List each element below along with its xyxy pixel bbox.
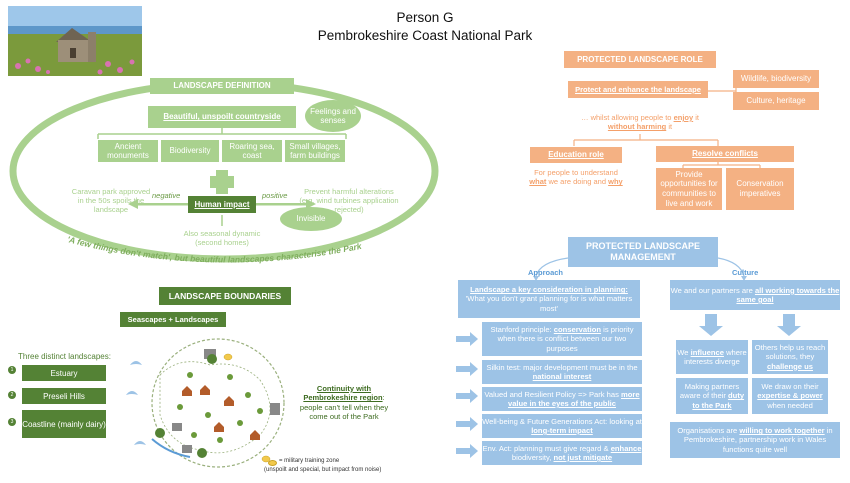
- continuity-body: : people can't tell when they come out o…: [299, 393, 389, 422]
- education-role: Education role: [530, 147, 622, 163]
- coastline-box: Coastline (mainly dairy): [22, 410, 106, 438]
- num-3: 3: [8, 418, 16, 426]
- env-act-box: Env. Act: planning must give regard & en…: [482, 441, 642, 465]
- preseli-box: Preseli Hills: [22, 388, 106, 404]
- valued-box: Valued and Resilient Policy => Park has …: [482, 387, 642, 411]
- culture-label: Culture: [732, 268, 759, 277]
- key-consideration-box: Landscape a key consideration in plannin…: [458, 280, 640, 318]
- seascapes-landscapes: Seascapes + Landscapes: [120, 312, 226, 327]
- key-title: Landscape a key consideration in plannin…: [470, 285, 628, 295]
- item-ancient-monuments: Ancient monuments: [98, 140, 158, 162]
- influence-box: We influence where interests diverge: [676, 340, 748, 374]
- feelings-senses: Feelings and senses: [305, 100, 361, 132]
- item-biodiversity: Biodiversity: [161, 140, 219, 162]
- three-landscapes-label: Three distinct landscapes:: [18, 352, 111, 361]
- partners-box: We and our partners are all working towa…: [670, 280, 840, 310]
- silkin-box: Silkin test: major development must be i…: [482, 360, 642, 384]
- resolve-conflicts: Resolve conflicts: [656, 146, 794, 162]
- chapel-photo: [8, 6, 142, 76]
- caravan-text: Caravan park approved in the 50s spoils …: [71, 187, 151, 214]
- military-label: = military training zone: [279, 458, 340, 464]
- wellbeing-box: Well-being & Future Generations Act: loo…: [482, 414, 642, 438]
- conservation-box: Conservation imperatives: [726, 168, 794, 210]
- role-title: PROTECTED LANDSCAPE ROLE: [564, 51, 716, 68]
- boundaries-title: LANDSCAPE BOUNDARIES: [159, 287, 291, 305]
- beautiful-countryside: Beautiful, unspoilt countryside: [148, 106, 296, 128]
- invisible-bubble: Invisible: [280, 207, 342, 231]
- human-impact: Human impact: [188, 196, 256, 213]
- continuity-text: Continuity with Pembrokeshire region: pe…: [293, 384, 395, 422]
- stanford-box: Stanford principle: conservation is prio…: [482, 322, 642, 356]
- others-box: Others help us reach solutions, they cha…: [752, 340, 828, 374]
- military-zone-icon: [268, 460, 277, 466]
- management-title: PROTECTED LANDSCAPE MANAGEMENT: [568, 237, 718, 267]
- prevent-text: Prevent harmful alterations (e.g. wind t…: [299, 187, 399, 214]
- provide-box: Provide opportunities for communities to…: [656, 168, 722, 210]
- seasonal-text: Also seasonal dynamic (second homes): [183, 229, 261, 247]
- making-partners-box: Making partners aware of their duty to t…: [676, 378, 748, 414]
- approach-arrows: [456, 314, 801, 458]
- wildlife-box: Wildlife, biodiversity: [733, 70, 819, 88]
- continuity-title: Continuity with Pembrokeshire region: [303, 384, 383, 403]
- definition-title: LANDSCAPE DEFINITION: [150, 78, 294, 94]
- person-title: Person G: [396, 10, 454, 25]
- item-small-villages: Small villages, farm buildings: [285, 140, 345, 162]
- draw-box: We draw on their expertise & power when …: [752, 378, 828, 414]
- park-map-illustration: [126, 338, 285, 468]
- negative-label: negative: [152, 191, 181, 200]
- organisations-box: Organisations are willing to work togeth…: [670, 422, 840, 458]
- estuary-box: Estuary: [22, 365, 106, 381]
- approach-label: Approach: [528, 268, 564, 277]
- culture-heritage-box: Culture, heritage: [733, 92, 819, 110]
- park-title: Pembrokeshire Coast National Park: [317, 28, 533, 43]
- item-roaring-sea: Roaring sea, coast: [222, 140, 282, 162]
- military-note: (unspoilt and special, but impact from n…: [264, 467, 382, 473]
- key-text: 'What you don't grant planning for is wh…: [465, 294, 633, 313]
- protect-enhance: Protect and enhance the landscape: [568, 81, 708, 98]
- positive-label: positive: [262, 191, 288, 200]
- num-1: 1: [8, 366, 16, 374]
- num-2: 2: [8, 391, 16, 399]
